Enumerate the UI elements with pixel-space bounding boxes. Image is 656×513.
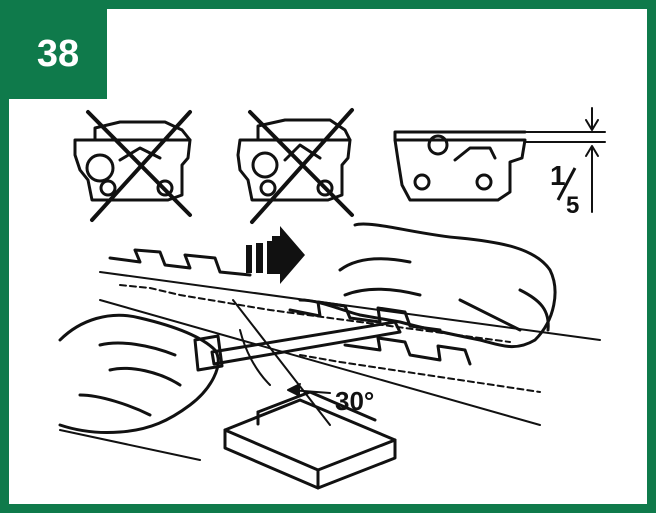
angle-label: 30° (335, 386, 374, 416)
filing-direction-arrow (246, 226, 305, 284)
fraction-numerator: 1 (550, 160, 566, 191)
round-file (195, 322, 400, 370)
depth-fraction-label: 1 5 (550, 160, 579, 219)
left-hand (60, 315, 218, 432)
incorrect-cutter-2 (238, 110, 352, 222)
incorrect-cutter-1 (75, 112, 190, 220)
fraction-denominator: 5 (566, 192, 579, 219)
right-hand (300, 224, 555, 347)
